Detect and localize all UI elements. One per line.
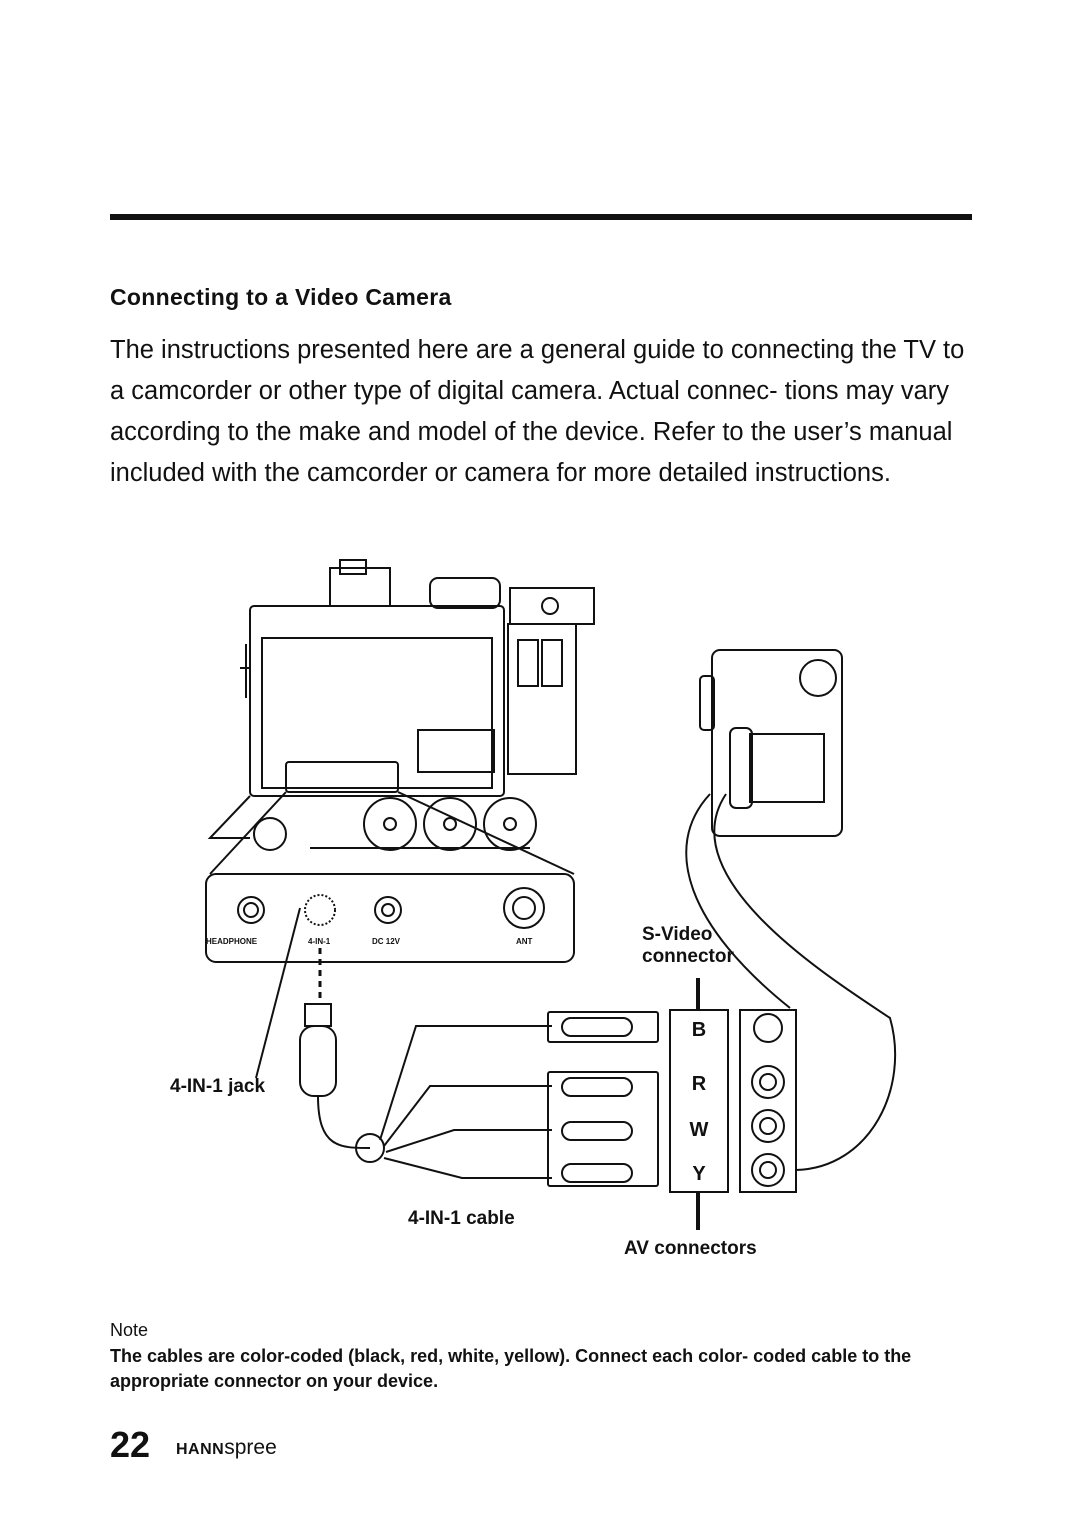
- brand-rest: spree: [224, 1436, 277, 1459]
- section-body: The instructions presented here are a ge…: [110, 336, 965, 487]
- headphone-port-label: HEADPHONE: [206, 937, 258, 946]
- plug-letter-w: W: [690, 1119, 709, 1141]
- plug-letter-r: R: [692, 1073, 707, 1095]
- mini-din-plug: [304, 1003, 332, 1027]
- connection-illustration: HEADPHONE 4-IN-1 DC 12V ANT B R W Y: [205, 559, 897, 1230]
- dc-port-label: DC 12V: [372, 937, 401, 946]
- tv-body: [249, 605, 505, 797]
- camcorder: [711, 649, 843, 837]
- brand-logo: HANNspree: [176, 1436, 277, 1460]
- section-title: Connecting to a Video Camera: [110, 284, 452, 310]
- tv-wheels: [253, 797, 537, 851]
- svideo-connector-label: S-Video connector: [642, 924, 734, 967]
- header-rule: [110, 214, 972, 220]
- connection-diagram: HEADPHONE 4-IN-1 DC 12V ANT B R W Y S-Vi…: [170, 548, 910, 1268]
- av-connectors-label: AV connectors: [624, 1238, 757, 1259]
- jack-label: 4-IN-1 jack: [170, 1076, 266, 1097]
- note-title: Note: [110, 1320, 149, 1340]
- plug-letter-b: B: [692, 1019, 706, 1041]
- cable-label: 4-IN-1 cable: [408, 1208, 515, 1229]
- page-number: 22: [110, 1424, 151, 1465]
- four-in-one-port-label: 4-IN-1: [308, 937, 331, 946]
- brand-bold: HANN: [176, 1441, 225, 1458]
- note-body: The cables are color-coded (black, red, …: [110, 1346, 912, 1391]
- rca-plugs: [547, 1011, 659, 1187]
- tv-rear-panel: [205, 873, 575, 963]
- av-sockets: [739, 1009, 797, 1193]
- plug-letter-y: Y: [692, 1163, 706, 1185]
- ant-port-label: ANT: [516, 937, 533, 946]
